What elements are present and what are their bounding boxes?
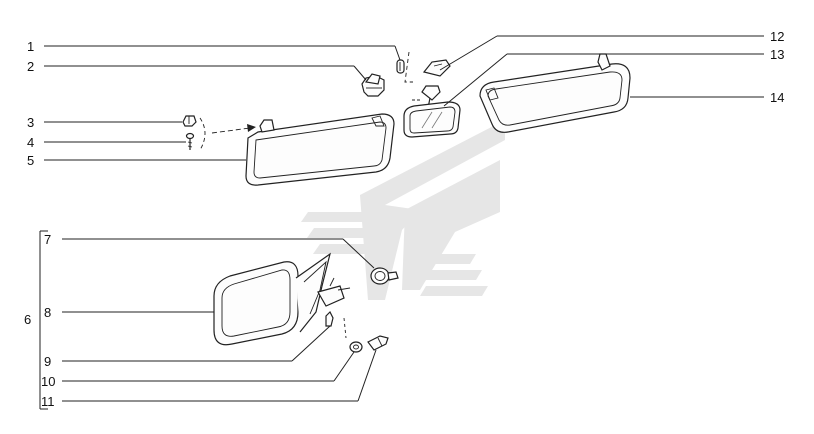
part-clip-1 [396,59,405,74]
callout-3: 3 [27,115,34,130]
callout-14: 14 [770,90,784,105]
callout-10: 10 [41,374,55,389]
part-clip-3 [182,115,197,127]
callout-5: 5 [27,153,34,168]
leader-lines [39,35,764,410]
part-clip-9 [325,310,334,327]
callout-6: 6 [24,312,31,327]
callout-7: 7 [44,232,51,247]
part-exterior-mirror-8 [213,252,351,346]
part-mirror-mount-12 [422,59,451,77]
part-screw-4 [185,132,195,150]
callout-4: 4 [27,135,34,150]
callout-11: 11 [41,394,55,409]
callout-9: 9 [44,354,51,369]
callout-8: 8 [44,305,51,320]
part-adjust-knob-7 [370,267,399,285]
part-washer-10 [349,341,363,353]
callout-2: 2 [27,59,34,74]
callout-labels: 1 2 3 4 5 6 7 8 9 10 11 12 13 14 [24,29,784,409]
part-bolt-11 [367,335,389,351]
part-sun-visor-14 [479,53,631,133]
callout-13: 13 [770,47,784,62]
part-sun-visor-5 [245,113,395,186]
part-rearview-mirror-13 [403,85,461,138]
callout-1: 1 [27,39,34,54]
callout-12: 12 [770,29,784,44]
part-mount-bracket-2 [361,73,385,97]
